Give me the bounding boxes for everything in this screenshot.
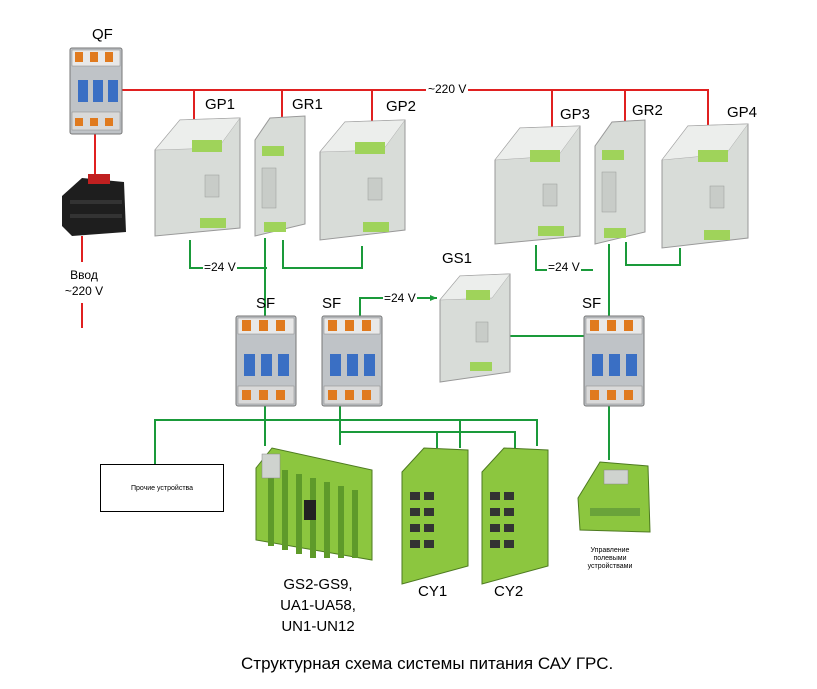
qf-label: QF	[92, 26, 113, 43]
dc-label-arrows	[430, 295, 437, 301]
sf3-breaker-device	[583, 315, 645, 407]
dc-left-label: =24 V	[203, 260, 237, 274]
dc-gp4-to-gr2	[625, 242, 681, 266]
ac-line-label: ~220 V	[426, 82, 469, 96]
sf1-label: SF	[256, 295, 276, 312]
cy1-switch-device	[401, 447, 469, 585]
sf1-breaker-device	[235, 315, 297, 407]
modules-label-line1: GS2-GS9,	[283, 576, 353, 593]
qf-breaker-device	[69, 47, 123, 135]
diagram-caption: Структурная схема системы питания САУ ГР…	[241, 654, 614, 673]
gr1-label: GR1	[292, 96, 323, 113]
surge-protector-device	[62, 174, 126, 236]
dc-bus-left	[154, 419, 538, 465]
io-modules-device	[255, 447, 373, 561]
input-label-line2: ~220 V	[64, 284, 104, 298]
gp3-label: GP3	[560, 106, 591, 123]
ac-wiring	[81, 89, 709, 328]
gr2-label: GR2	[632, 102, 663, 119]
field-devices-label-line1: Управление	[590, 547, 630, 554]
sf2-breaker-device	[321, 315, 383, 407]
modules-label-line2: UA1-UA58,	[280, 597, 356, 614]
field-devices-label-line3: устройствами	[587, 563, 633, 570]
gp4-label: GP4	[727, 104, 758, 121]
modules-label-line3: UN1-UN12	[281, 618, 355, 635]
dc-bus-second	[340, 431, 516, 448]
field-devices-label-line2: полевыми	[593, 555, 627, 562]
dc-gs1-label: =24 V	[383, 291, 417, 305]
cy2-switch-device	[481, 447, 549, 585]
gp1-power-supply-device	[154, 117, 241, 237]
gp2-label: GP2	[386, 98, 417, 115]
dc-gp1-to-gr1	[189, 240, 267, 269]
other-devices-label: Прочие устройства	[130, 484, 194, 492]
gp2-power-supply-device	[319, 119, 406, 241]
cy2-label: CY2	[494, 583, 524, 600]
gp3-power-supply-device	[494, 125, 581, 245]
other-devices-box: Прочие устройства	[100, 464, 224, 512]
gr2-redundancy-module-device	[594, 119, 646, 245]
gs1-power-supply-device	[439, 273, 511, 383]
gs1-label: GS1	[442, 250, 473, 267]
cy1-label: CY1	[418, 583, 448, 600]
input-label-line1: Ввод	[70, 268, 98, 282]
sf2-label: SF	[322, 295, 342, 312]
gp1-label: GP1	[205, 96, 236, 113]
dc-gp2-to-gr1	[282, 240, 363, 269]
gp4-power-supply-device	[661, 123, 749, 249]
gr1-redundancy-module-device	[254, 115, 306, 237]
dc-right-label: =24 V	[547, 260, 581, 274]
ac-bus-line	[120, 89, 709, 125]
relay-module-device	[577, 461, 651, 533]
sf3-label: SF	[582, 295, 602, 312]
